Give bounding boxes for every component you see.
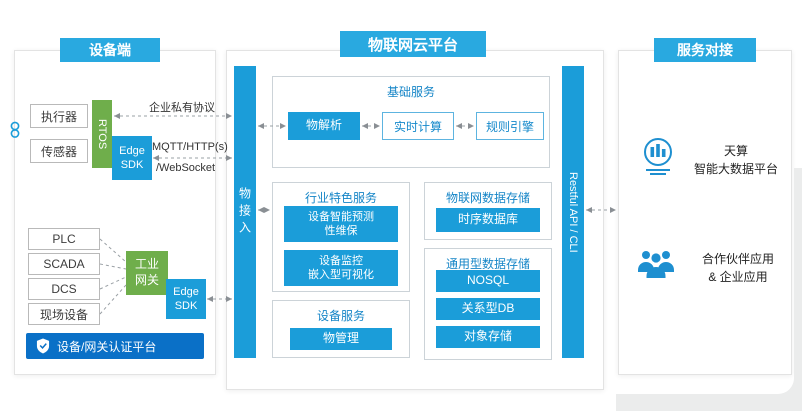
edge-sdk-bottom-label: Edge SDK: [173, 285, 199, 312]
predictive-maintenance-box: 设备智能预测 性维保: [284, 206, 398, 242]
monitoring-visualization-line1: 设备监控: [319, 254, 363, 267]
rtos-box: RTOS: [92, 100, 112, 168]
link-icon: [8, 120, 22, 145]
device-panel-header: 设备端: [60, 38, 160, 62]
device-services-title: 设备服务: [316, 309, 365, 323]
iot-storage-title: 物联网数据存储: [445, 191, 530, 205]
relational-db-label: 关系型DB: [461, 301, 515, 316]
auth-platform-bar: 设备/网关认证平台: [26, 333, 204, 359]
plc-box: PLC: [28, 228, 100, 250]
platform-panel-title: 物联网云平台: [367, 36, 458, 54]
bigdata-platform-line1: 天算: [723, 144, 748, 158]
bigdata-platform-line2: 智能大数据平台: [693, 162, 778, 176]
industrial-gateway-box: 工业 网关: [126, 251, 168, 295]
edge-sdk-top-label: Edge SDK: [119, 144, 145, 171]
auth-platform-label: 设备/网关认证平台: [57, 339, 157, 354]
service-panel-header: 服务对接: [654, 38, 756, 62]
basic-services-title: 基础服务: [386, 85, 435, 99]
industrial-gateway-label-line2: 网关: [134, 273, 159, 287]
edge-sdk-bottom-box: Edge SDK: [166, 279, 206, 319]
service-panel-title: 服务对接: [677, 42, 733, 58]
platform-panel-header: 物联网云平台: [340, 31, 486, 57]
dcs-label: DCS: [51, 282, 77, 296]
thing-access-bar: 物接入: [234, 66, 256, 358]
relational-db-box: 关系型DB: [436, 298, 540, 320]
websocket-label: /WebSocket: [156, 162, 216, 174]
edge-sdk-top-box: Edge SDK: [112, 136, 152, 180]
actuator-box: 执行器: [30, 104, 88, 128]
bigdata-platform-label: 天算 智能大数据平台: [682, 142, 790, 178]
partner-apps-line2: & 企业应用: [708, 270, 768, 284]
private-protocol-label: 企业私有协议: [149, 102, 215, 114]
service-panel: [618, 50, 792, 375]
industry-services-title: 行业特色服务: [304, 191, 377, 205]
thing-parsing-label: 物解析: [305, 118, 342, 133]
sensor-label: 传感器: [40, 144, 77, 159]
object-storage-box: 对象存储: [436, 326, 540, 348]
realtime-computing-label: 实时计算: [393, 119, 442, 134]
restful-api-cli-bar: Restful API / CLI: [562, 66, 584, 358]
rtos-label: RTOS: [96, 118, 109, 150]
partner-apps-line1: 合作伙伴应用: [701, 252, 774, 266]
device-panel-title: 设备端: [89, 42, 131, 58]
shield-check-icon: [36, 338, 50, 354]
field-device-box: 现场设备: [28, 303, 100, 325]
rules-engine-label: 规则引擎: [485, 119, 534, 134]
dcs-box: DCS: [28, 278, 100, 300]
scada-label: SCADA: [43, 257, 85, 271]
predictive-maintenance-line2: 性维保: [324, 225, 358, 237]
timeseries-db-label: 时序数据库: [457, 212, 518, 227]
building-chart-icon: [638, 136, 678, 183]
monitoring-visualization-line2: 嵌入型可视化: [308, 269, 374, 281]
rules-engine-box: 规则引擎: [476, 112, 544, 140]
realtime-computing-box: 实时计算: [382, 112, 454, 140]
thing-management-label: 物管理: [322, 331, 359, 346]
industrial-gateway-label-line1: 工业: [134, 257, 159, 272]
people-icon: [634, 246, 678, 285]
nosql-label: NOSQL: [466, 273, 509, 288]
restful-api-cli-label: Restful API / CLI: [567, 171, 579, 253]
plc-label: PLC: [52, 232, 76, 246]
field-device-label: 现场设备: [39, 307, 88, 322]
thing-access-label: 物接入: [237, 186, 252, 238]
monitoring-visualization-box: 设备监控 嵌入型可视化: [284, 250, 398, 286]
timeseries-db-box: 时序数据库: [436, 208, 540, 232]
mqtt-label: MQTT/HTTP(s): [152, 141, 228, 153]
actuator-label: 执行器: [40, 109, 77, 124]
nosql-box: NOSQL: [436, 270, 540, 292]
general-storage-title: 通用型数据存储: [445, 257, 530, 271]
predictive-maintenance-line1: 设备智能预测: [308, 210, 374, 223]
sensor-box: 传感器: [30, 139, 88, 163]
scada-box: SCADA: [28, 253, 100, 275]
object-storage-label: 对象存储: [463, 329, 512, 344]
partner-apps-label: 合作伙伴应用 & 企业应用: [682, 250, 794, 286]
thing-parsing-box: 物解析: [288, 112, 360, 140]
thing-management-box: 物管理: [290, 328, 392, 350]
